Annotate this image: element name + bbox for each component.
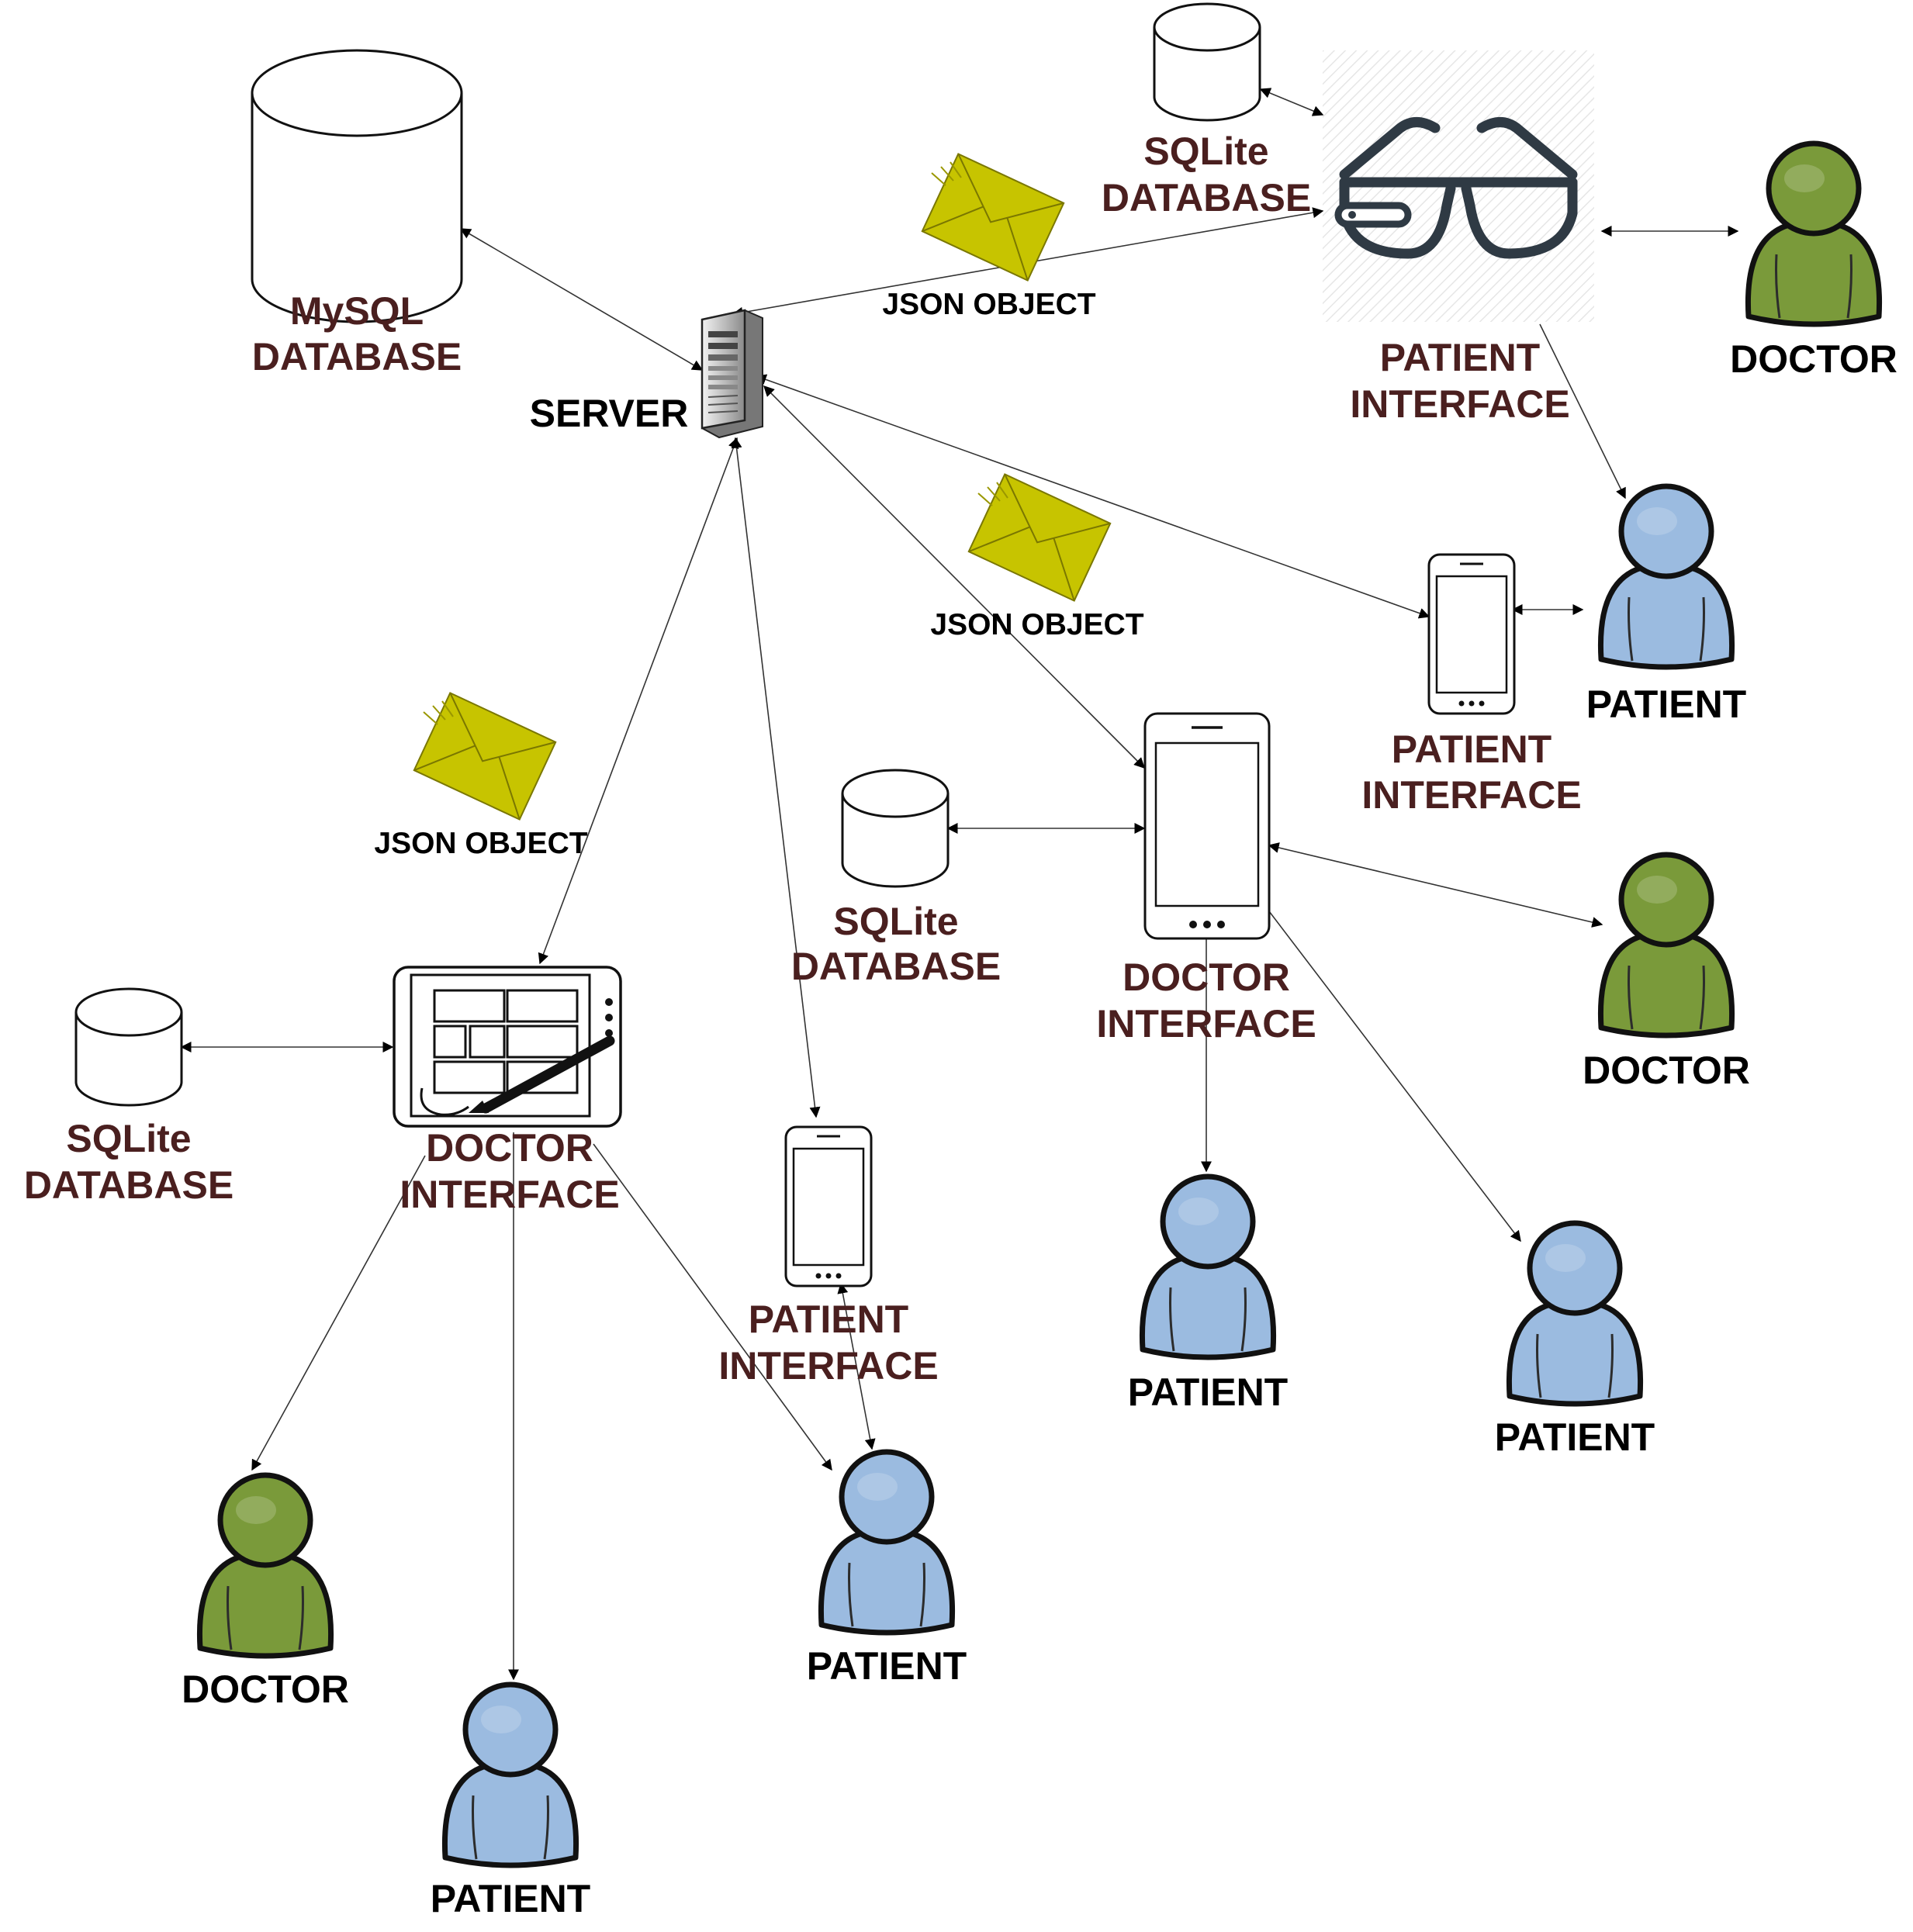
doctor-label-bottom-left: DOCTOR: [182, 1668, 349, 1711]
sqlite-left-label-line1: SQLite: [66, 1117, 191, 1160]
tablet-doctor-interface-line2: INTERFACE: [400, 1173, 619, 1216]
doctor-phone-interface-line1: DOCTOR: [1123, 956, 1290, 999]
glasses-patient-interface-line2: INTERFACE: [1350, 382, 1569, 426]
edge-glasses-patient: [1539, 323, 1626, 499]
edge-phone-center-patient: [837, 1282, 876, 1450]
doctor-label-middle-right: DOCTOR: [1583, 1049, 1750, 1092]
doctor-person-icon-bottom-left: [196, 1472, 334, 1659]
sqlite-top-label-line1: SQLite: [1143, 130, 1268, 173]
server-label: SERVER: [530, 392, 689, 435]
doctor-person-icon-middle-right: [1597, 852, 1735, 1039]
edge-tablet-doctor: [251, 1155, 426, 1471]
patient-person-icon-center: [818, 1449, 956, 1636]
patient-label-mid-left: PATIENT: [1128, 1370, 1288, 1414]
glasses-patient-interface-line1: PATIENT: [1380, 336, 1540, 379]
envelope-icon-middle: [967, 473, 1112, 602]
doctor-phone-interface-line2: INTERFACE: [1096, 1002, 1316, 1045]
edge-doctor-phone-patient-right: [1268, 911, 1521, 1242]
sqlite-database-middle-icon: [841, 769, 950, 888]
server-tower-icon: [701, 309, 763, 439]
patient-label-right: PATIENT: [1586, 683, 1746, 726]
json-label-top: JSON OBJECT: [882, 288, 1095, 321]
tablet-doctor-interface-line1: DOCTOR: [426, 1126, 593, 1170]
edge-server-phone-right: [755, 374, 1430, 619]
edge-tablet-patient-center: [593, 1143, 832, 1471]
edge-server-tablet: [538, 437, 739, 965]
patient-label-center: PATIENT: [807, 1644, 967, 1688]
edge-server-doctor-phone: [763, 385, 1145, 769]
sqlite-middle-label-line1: SQLite: [833, 900, 958, 943]
connectors: [180, 88, 1739, 1681]
smartphone-icon-center: [784, 1125, 873, 1287]
mysql-database-icon: [251, 49, 463, 323]
phone-patient-interface-line2: INTERFACE: [1361, 773, 1581, 817]
edge-sqlite-glasses: [1259, 88, 1324, 116]
edge-server-phone-center: [731, 437, 821, 1118]
sqlite-top-label-line2: DATABASE: [1102, 176, 1311, 219]
json-label-middle: JSON OBJECT: [930, 608, 1143, 641]
center-patient-interface-line1: PATIENT: [749, 1298, 908, 1341]
center-patient-interface-line2: INTERFACE: [718, 1344, 938, 1388]
json-label-left: JSON OBJECT: [374, 827, 587, 860]
doctor-person-icon-top-right: [1745, 140, 1883, 327]
patient-person-icon-right: [1597, 483, 1735, 670]
edge-doctor-phone-doctor: [1268, 842, 1603, 928]
smart-glasses-icon: [1323, 50, 1594, 322]
phone-patient-interface-line1: PATIENT: [1392, 728, 1552, 771]
labels: MySQL DATABASE SERVER SQLite DATABASE JS…: [24, 130, 1897, 1920]
edge-mysql-server: [459, 228, 704, 371]
smartphone-icon-right: [1427, 553, 1516, 715]
sqlite-left-label-line2: DATABASE: [24, 1163, 234, 1207]
patient-label-mid-right: PATIENT: [1495, 1415, 1655, 1459]
mysql-label-line2: DATABASE: [252, 335, 462, 378]
envelope-icon-left: [413, 692, 557, 821]
tablet-with-stylus-icon: [393, 966, 622, 1128]
doctor-phone-icon: [1143, 712, 1271, 940]
mysql-label-line1: MySQL: [290, 289, 424, 333]
sqlite-middle-label-line2: DATABASE: [791, 945, 1001, 988]
sqlite-database-top-icon: [1153, 2, 1261, 122]
patient-label-bottom: PATIENT: [431, 1877, 590, 1920]
patient-person-icon-mid-left: [1139, 1173, 1277, 1360]
people-layer: [196, 140, 1883, 1868]
doctor-label-top-right: DOCTOR: [1730, 337, 1897, 381]
patient-person-icon-mid-right: [1506, 1220, 1644, 1407]
sqlite-database-left-icon: [74, 987, 183, 1107]
envelope-icon-top: [921, 153, 1065, 282]
patient-person-icon-bottom: [441, 1681, 579, 1868]
